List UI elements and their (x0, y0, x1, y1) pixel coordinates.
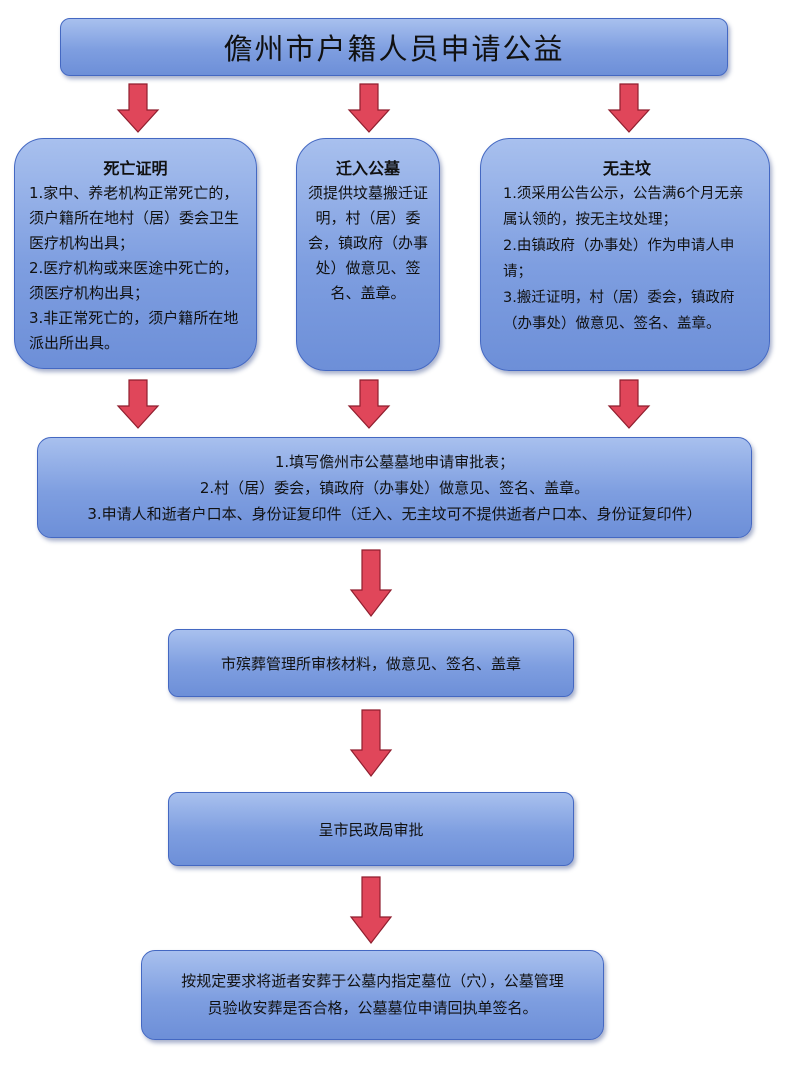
arrow-to-cemetery-relocation (347, 83, 391, 133)
funeral-office-review-box: 市殡葬管理所审核材料，做意见、签名、盖章 (168, 629, 574, 697)
cemetery-relocation-item: 须提供坟墓搬迁证明，村（居）委会，镇政府（办事处）做意见、签名、盖章。 (307, 184, 428, 302)
burial-acceptance-line: 按规定要求将逝者安葬于公墓内指定墓位（穴），公墓管理 (181, 972, 564, 990)
unclaimed-grave-heading: 无主坟 (602, 159, 651, 178)
unclaimed-grave-box: 无主坟 1.须采用公告公示，公告满6个月无亲属认领的，按无主坟处理； 2.由镇政… (480, 138, 770, 371)
arrow-requirements-to-review (349, 549, 393, 617)
application-requirements-box: 1.填写儋州市公墓墓地申请审批表； 2.村（居）委会，镇政府（办事处）做意见、签… (37, 437, 752, 538)
arrow-approval-to-burial (349, 876, 393, 944)
civil-affairs-approval-text: 呈市民政局审批 (318, 820, 424, 839)
arrow-cemetery-relocation-to-requirements (347, 379, 391, 429)
title-box: 儋州市户籍人员申请公益 (60, 18, 728, 76)
requirement-item: 2.村（居）委会，镇政府（办事处）做意见、签名、盖章。 (199, 478, 590, 497)
arrow-review-to-approval (349, 709, 393, 777)
requirement-item: 1.填写儋州市公墓墓地申请审批表； (274, 452, 515, 471)
diagram-title: 儋州市户籍人员申请公益 (223, 32, 565, 66)
death-certificate-heading: 死亡证明 (103, 159, 168, 178)
unclaimed-grave-item: 2.由镇政府（办事处）作为申请人申请； (503, 238, 735, 280)
arrow-to-unclaimed-grave (607, 83, 651, 133)
arrow-unclaimed-grave-to-requirements (607, 379, 651, 429)
death-certificate-box: 死亡证明 1.家中、养老机构正常死亡的，须户籍所在地村（居）委会卫生医疗机构出具… (14, 138, 257, 369)
burial-acceptance-line: 员验收安葬是否合格，公墓墓位申请回执单签名。 (207, 999, 538, 1017)
unclaimed-grave-item: 3.搬迁证明，村（居）委会，镇政府（办事处）做意见、签名、盖章。 (503, 290, 735, 332)
civil-affairs-approval-box: 呈市民政局审批 (168, 792, 574, 866)
arrow-death-certificate-to-requirements (116, 379, 160, 429)
cemetery-relocation-box: 迁入公墓 须提供坟墓搬迁证明，村（居）委会，镇政府（办事处）做意见、签名、盖章。 (296, 138, 440, 371)
death-certificate-item: 1.家中、养老机构正常死亡的，须户籍所在地村（居）委会卫生医疗机构出具； (29, 184, 240, 252)
funeral-office-review-text: 市殡葬管理所审核材料，做意见、签名、盖章 (220, 654, 521, 673)
burial-acceptance-box: 按规定要求将逝者安葬于公墓内指定墓位（穴），公墓管理 员验收安葬是否合格，公墓墓… (141, 950, 604, 1040)
death-certificate-item: 2.医疗机构或来医途中死亡的，须医疗机构出具； (29, 259, 239, 302)
requirement-item: 3.申请人和逝者户口本、身份证复印件（迁入、无主坟可不提供逝者户口本、身份证复印… (87, 504, 702, 523)
arrow-to-death-certificate (116, 83, 160, 133)
cemetery-relocation-heading: 迁入公墓 (335, 159, 400, 178)
death-certificate-item: 3.非正常死亡的，须户籍所在地派出所出具。 (29, 309, 239, 352)
unclaimed-grave-item: 1.须采用公告公示，公告满6个月无亲属认领的，按无主坟处理； (503, 186, 744, 228)
